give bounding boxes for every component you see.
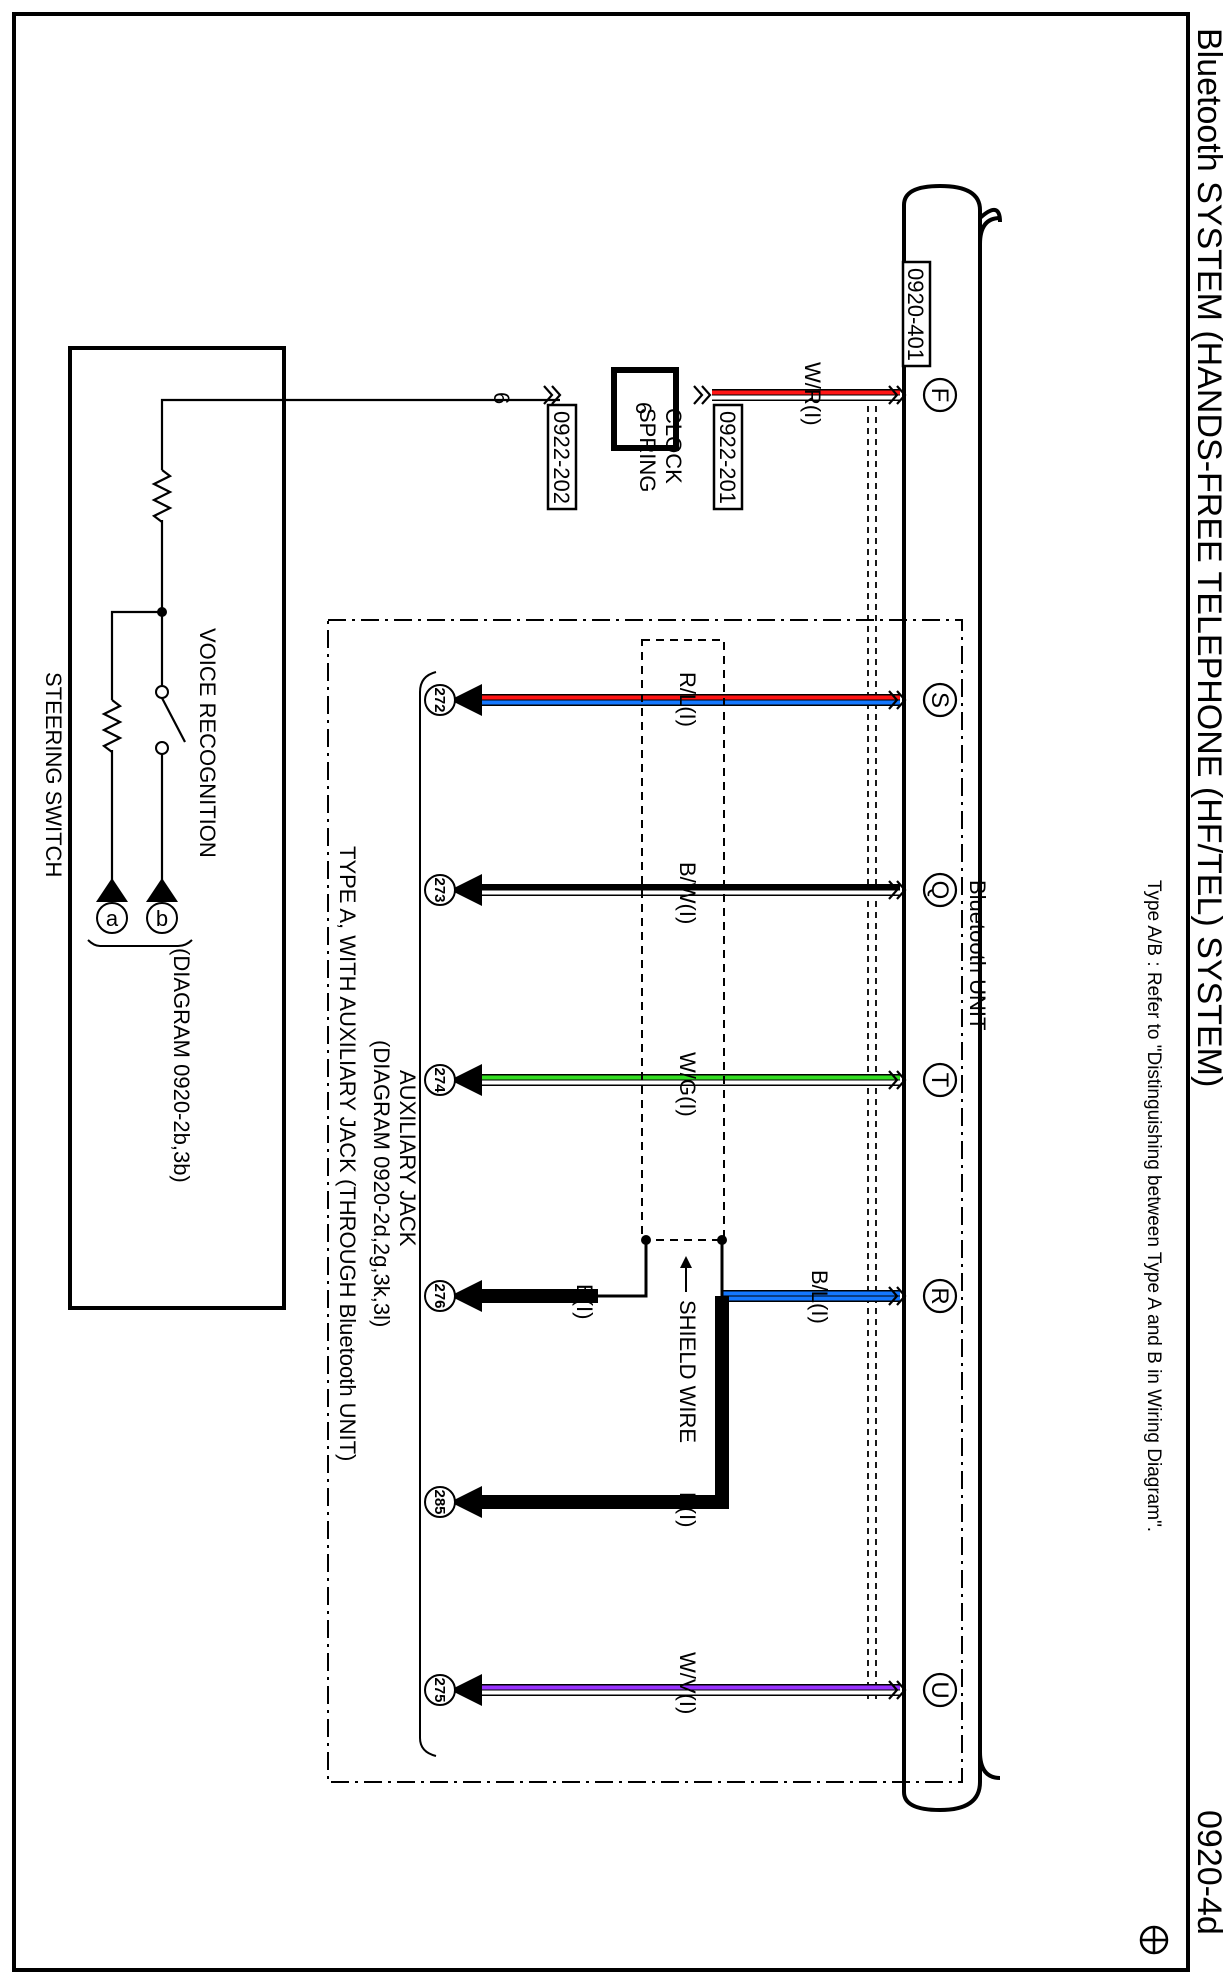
pin-s: S [922,682,958,718]
wire-label-s: R/L(I) [675,672,700,727]
bluetooth-unit-label: Bluetooth UNIT [965,880,990,1030]
connector-0922-201: 0922-201 [715,411,740,504]
chevron-cs-top [693,385,712,405]
wire-w-v [482,1684,900,1696]
svg-text:U: U [926,1681,953,1698]
svg-text:276: 276 [431,1283,448,1308]
switch-contact-top [155,685,169,699]
steering-node [157,607,167,617]
voice-recognition-label: VOICE RECOGNITION [195,628,220,858]
wire-b-w [482,884,900,896]
clock-spring-label-2: SPRING [635,408,660,492]
steering-term-b: b [146,902,178,934]
chevron-t [888,1070,907,1090]
unit-dashed-guide [867,395,877,1700]
wire-label-r: B/L(I) [807,1270,832,1324]
pin-f: F [922,377,958,413]
clock-spring-label-1: CLOCK [661,408,686,484]
steering-bracket [87,939,193,947]
steering-ref: (DIAGRAM 0920-2b,3b) [169,948,194,1183]
aux-jack-label: AUXILIARY JACK [395,1070,420,1247]
steering-arrow-b [146,878,178,902]
wire-w-r [712,389,900,401]
shield-node-right [717,1235,727,1245]
pin-t: T [922,1062,958,1098]
steering-arrow-a [96,878,128,902]
clock-spring-box [611,367,679,451]
wire-label-f: W/R(I) [800,362,825,426]
pin-group: F S Q T R U [543,377,958,1708]
chevron-r [888,1286,907,1306]
connector-0920-401: 0920-401 [903,268,928,361]
wire-b-285 [482,1240,729,1509]
chevron-cs-bottom [543,385,562,405]
terminal-274: 274 [424,1064,482,1096]
svg-text:S: S [926,692,953,708]
shield-wire-label: SHIELD WIRE [675,1300,700,1443]
shield-box [641,639,725,1241]
steering-switch-label: STEERING SWITCH [41,672,66,877]
terminal-276: 276 [424,1280,482,1312]
pin-r: R [922,1278,958,1314]
svg-text:R: R [926,1287,953,1304]
chevron-f [888,385,907,405]
wire-r-l [482,694,900,706]
type-note: Type A/B : Refer to "Distinguishing betw… [1143,880,1164,1532]
svg-text:Q: Q [926,881,953,900]
svg-text:b: b [156,906,168,931]
svg-text:273: 273 [431,877,448,902]
svg-text:272: 272 [431,687,448,712]
aux-jack-bracket [419,671,437,1757]
wire-label-u: W/V(I) [675,1652,700,1714]
terminal-273: 273 [424,874,482,906]
terminal-group: 272 273 274 285 276 275 [424,684,482,1706]
chevron-u [888,1680,907,1700]
wire-label-q: B/W(I) [675,862,700,924]
type-a-boundary [327,619,963,1783]
shield-arrow-icon [680,1256,692,1292]
diagram-id: 0920-4d [1190,1810,1228,1935]
svg-text:274: 274 [431,1067,448,1093]
page-title: Bluetooth SYSTEM (HANDS-FREE TELEPHONE (… [1190,28,1228,1087]
wire-b-276 [482,1240,648,1303]
svg-text:T: T [926,1073,953,1088]
steering-switch-box [68,346,286,1310]
wire-label-b276: B(I) [572,1284,597,1319]
bluetooth-unit-body [902,183,1002,1813]
chevron-q [888,880,907,900]
connector-box-0920-401 [901,260,932,368]
svg-text:F: F [926,388,953,403]
pin-u: U [922,1672,958,1708]
terminal-272: 272 [424,684,482,716]
svg-text:285: 285 [431,1489,448,1514]
wire-w-g [482,1074,900,1086]
connector-box-0922-202 [546,403,578,511]
ground-icon [1139,1925,1169,1955]
wire-b-l [722,1290,900,1302]
chevron-s [888,690,907,710]
pin-q: Q [922,872,958,908]
page-frame [12,12,1190,1972]
wire-group [482,389,900,1696]
wire-label-b285: B(I) [675,1492,700,1527]
connector-box-0922-201 [712,403,744,511]
connector-0922-202: 0922-202 [549,411,574,504]
switch-contact-bottom [155,741,169,755]
wire-label-six: 6 [489,392,514,404]
steering-wire [101,398,560,880]
wire-label-t: W/G(I) [675,1052,700,1117]
type-a-label: TYPE A, WITH AUXILIARY JACK (THROUGH Blu… [335,846,360,1461]
terminal-275: 275 [424,1674,482,1706]
terminal-285: 285 [424,1486,482,1518]
shield-node-left [641,1235,651,1245]
aux-jack-ref: (DIAGRAM 0920-2d,2g,3k,3l) [369,1040,394,1327]
clock-spring-pin: 6 [631,402,656,414]
svg-text:a: a [106,906,119,931]
steering-term-a: a [96,902,128,934]
svg-text:275: 275 [431,1677,448,1702]
